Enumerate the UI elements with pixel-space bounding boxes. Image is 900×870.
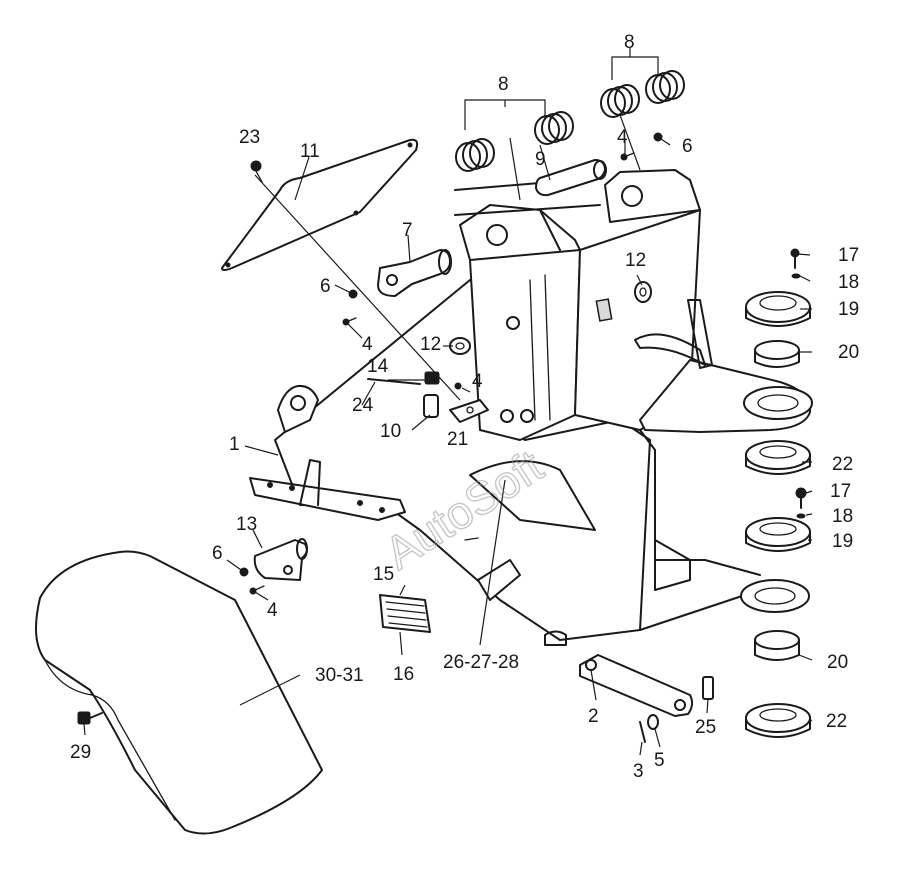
leader-lines (83, 48, 813, 756)
callout-17b: 17 (830, 481, 851, 502)
bracket-14-21 (367, 371, 489, 423)
trunnion-stack-upper (743, 291, 813, 420)
callout-22b: 22 (826, 711, 847, 732)
callout-12b: 12 (625, 250, 646, 271)
pin-7 (377, 249, 452, 297)
spring-set-left (455, 111, 574, 172)
grille-15 (379, 594, 431, 633)
callout-4c: 4 (472, 371, 483, 392)
callout-8a: 8 (498, 74, 509, 95)
callout-23: 23 (239, 127, 260, 148)
spring-set-right (600, 70, 685, 118)
callout-20a: 20 (838, 342, 859, 363)
callout-8b: 8 (624, 32, 635, 53)
cover-plate-part (221, 138, 419, 271)
callout-22a: 22 (832, 454, 853, 475)
callout-19b: 19 (832, 531, 853, 552)
callout-16: 16 (393, 664, 414, 685)
callout-25: 25 (695, 717, 716, 738)
callout-12a: 12 (420, 334, 441, 355)
callout-20b: 20 (827, 652, 848, 673)
bolt-17-upper (790, 248, 801, 279)
callout-13: 13 (236, 514, 257, 535)
callout-2: 2 (588, 706, 599, 727)
bolt-29 (77, 711, 103, 725)
callout-10: 10 (380, 421, 401, 442)
callout-30-31: 30-31 (315, 665, 364, 686)
callout-6a: 6 (682, 136, 693, 157)
pin-9 (535, 159, 607, 197)
callout-1: 1 (229, 434, 240, 455)
callout-4b: 4 (362, 334, 373, 355)
callout-4a: 4 (617, 127, 628, 148)
callout-18b: 18 (832, 506, 853, 527)
callout-labels: 1 2 3 4 4 4 4 5 6 6 6 7 8 8 9 10 11 12 1… (70, 32, 859, 782)
callout-5: 5 (654, 750, 665, 771)
callout-26-27-28: 26-27-28 (443, 652, 519, 673)
callout-4d: 4 (267, 600, 278, 621)
callout-17a: 17 (838, 245, 859, 266)
callout-15: 15 (373, 564, 394, 585)
callout-21: 21 (447, 429, 468, 450)
callout-6c: 6 (212, 543, 223, 564)
trunnion-stack-middle (740, 440, 811, 613)
callout-24: 24 (352, 395, 374, 416)
callout-7: 7 (402, 220, 413, 241)
fender-part (35, 550, 323, 835)
pin-25 (702, 676, 714, 700)
callout-18a: 18 (838, 272, 859, 293)
callout-14: 14 (367, 356, 389, 377)
callout-11: 11 (300, 141, 320, 162)
callout-19a: 19 (838, 299, 859, 320)
pin-13 (253, 538, 308, 581)
callout-9: 9 (535, 149, 546, 170)
bolt-23 (250, 160, 263, 183)
main-frame-part (249, 169, 812, 646)
nut-12-right (634, 281, 652, 303)
callout-3: 3 (633, 761, 644, 782)
bolt-17-lower (795, 487, 807, 519)
trunnion-stack-lower (745, 630, 811, 738)
callout-29: 29 (70, 742, 91, 763)
callout-6b: 6 (320, 276, 331, 297)
pin-3-washer-5 (639, 714, 659, 743)
